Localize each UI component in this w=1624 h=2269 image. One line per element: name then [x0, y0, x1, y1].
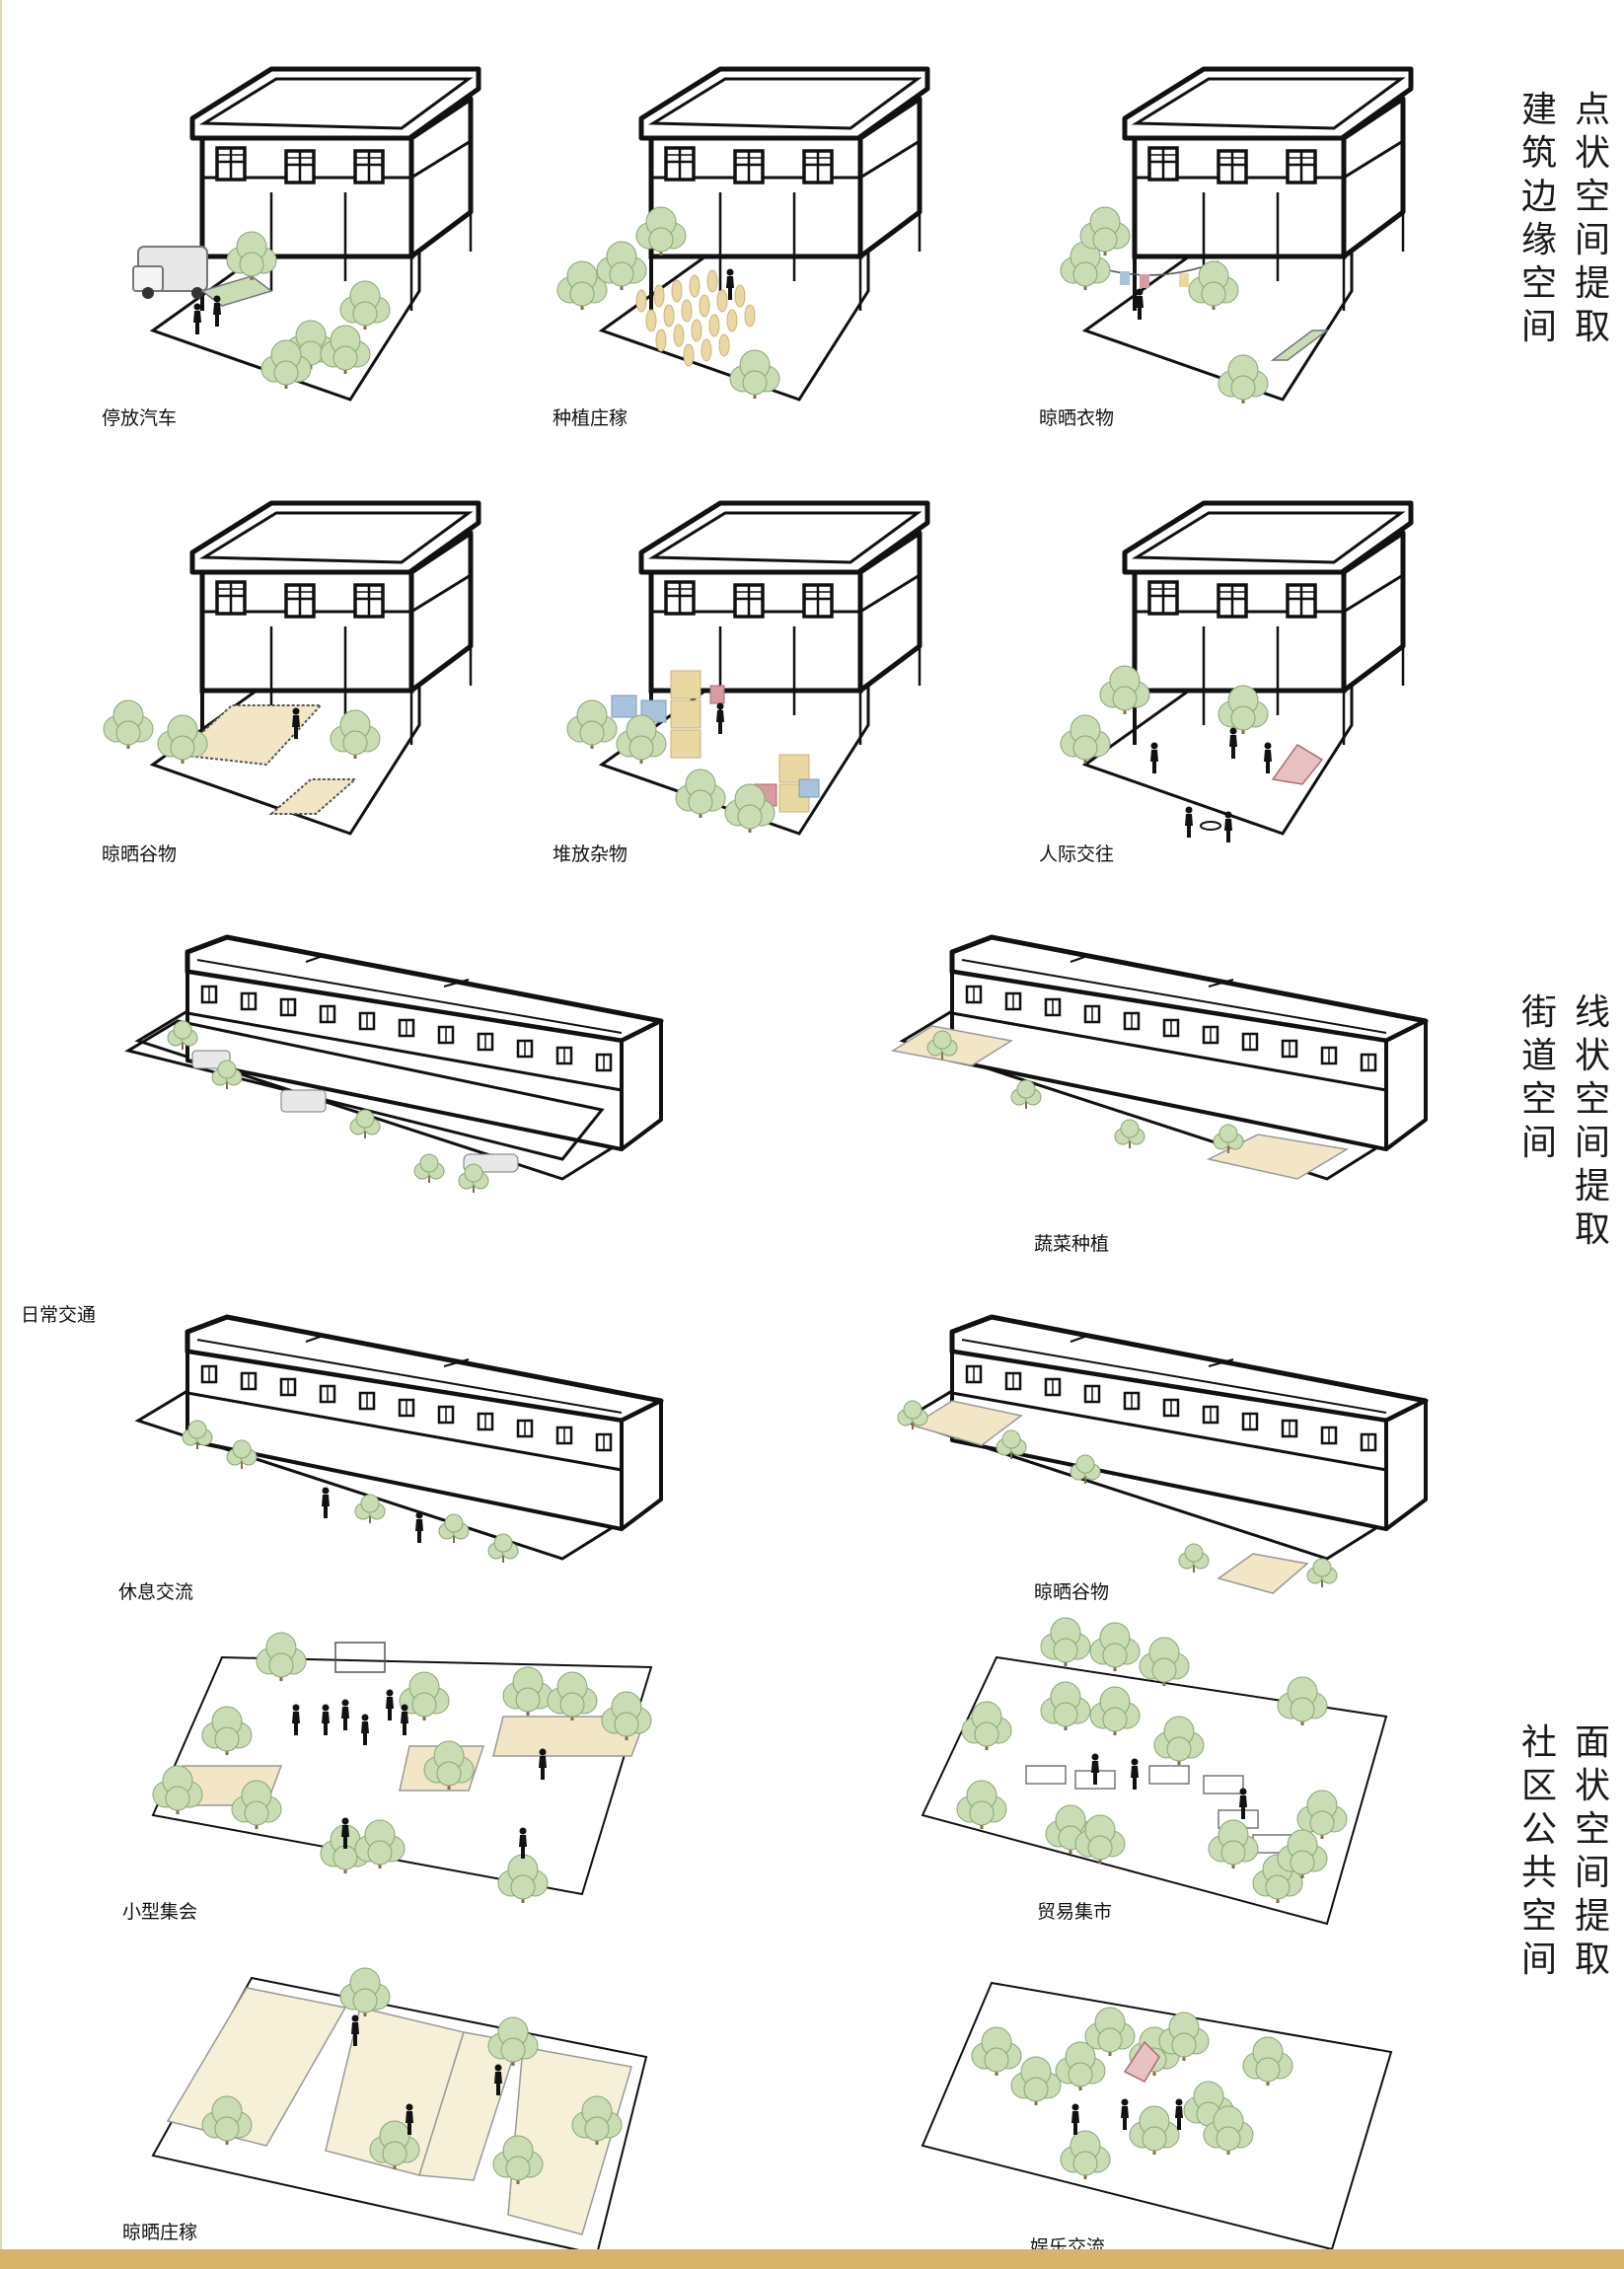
section-title-linear-line1: 线状空间提取	[1574, 992, 1610, 1250]
panel-dry-grain-street	[897, 1317, 1426, 1594]
panel-rest-communication	[138, 1317, 661, 1564]
panel-stack-sundries	[565, 503, 927, 834]
caption-dry-grain: 晾晒谷物	[102, 843, 178, 865]
panel-trade-market	[921, 1616, 1388, 1926]
panel-dry-crops	[151, 1966, 648, 2256]
slide-icon	[1271, 744, 1324, 785]
section-title-linear-line2: 街道空间	[1520, 992, 1557, 1163]
van-icon	[132, 246, 208, 299]
caption-park-car: 停放汽车	[102, 407, 178, 429]
left-border-rule	[0, 0, 2, 2269]
panel-dry-clothes	[1059, 69, 1411, 405]
section-title-area: 面状空间提取 社区公共空间	[1519, 1721, 1612, 1982]
caption-plant-crops: 种植庄稼	[553, 407, 628, 429]
section-title-point-line2: 建筑边缘空间	[1520, 90, 1557, 347]
caption-vegetable-planting: 蔬菜种植	[1034, 1233, 1110, 1255]
caption-trade-market: 贸易集市	[1037, 1901, 1113, 1923]
panel-small-gathering	[151, 1631, 653, 1905]
bottom-accent-band	[0, 2249, 1624, 2269]
caption-daily-traffic: 日常交通	[21, 1304, 97, 1326]
stacked-boxes	[611, 670, 820, 813]
caption-stack-sundries: 堆放杂物	[553, 843, 628, 865]
panel-dry-grain	[102, 503, 479, 834]
panel-daily-traffic	[124, 937, 661, 1194]
section-title-point: 点状空间提取 建筑边缘空间	[1519, 89, 1612, 349]
section-title-area-line2: 社区公共空间	[1520, 1722, 1557, 1980]
caption-small-gathering: 小型集会	[122, 1901, 198, 1923]
panel-park-car	[132, 69, 479, 400]
section-title-point-line1: 点状空间提取	[1574, 90, 1610, 347]
panel-recreation	[921, 1981, 1393, 2251]
slide-icon	[1123, 2040, 1160, 2083]
panel-plant-crops	[555, 69, 927, 400]
caption-social-interaction: 人际交往	[1039, 843, 1115, 865]
caption-dry-crops: 晾晒庄稼	[122, 2222, 198, 2243]
section-title-area-line1: 面状空间提取	[1574, 1722, 1610, 1980]
section-title-linear: 线状空间提取 街道空间	[1519, 991, 1612, 1252]
caption-dry-clothes: 晾晒衣物	[1039, 407, 1115, 429]
panel-social-interaction	[1059, 503, 1411, 842]
caption-dry-grain-street: 晾晒谷物	[1034, 1581, 1110, 1603]
caption-rest-communication: 休息交流	[118, 1581, 194, 1603]
panel-vegetable-planting	[890, 937, 1426, 1179]
